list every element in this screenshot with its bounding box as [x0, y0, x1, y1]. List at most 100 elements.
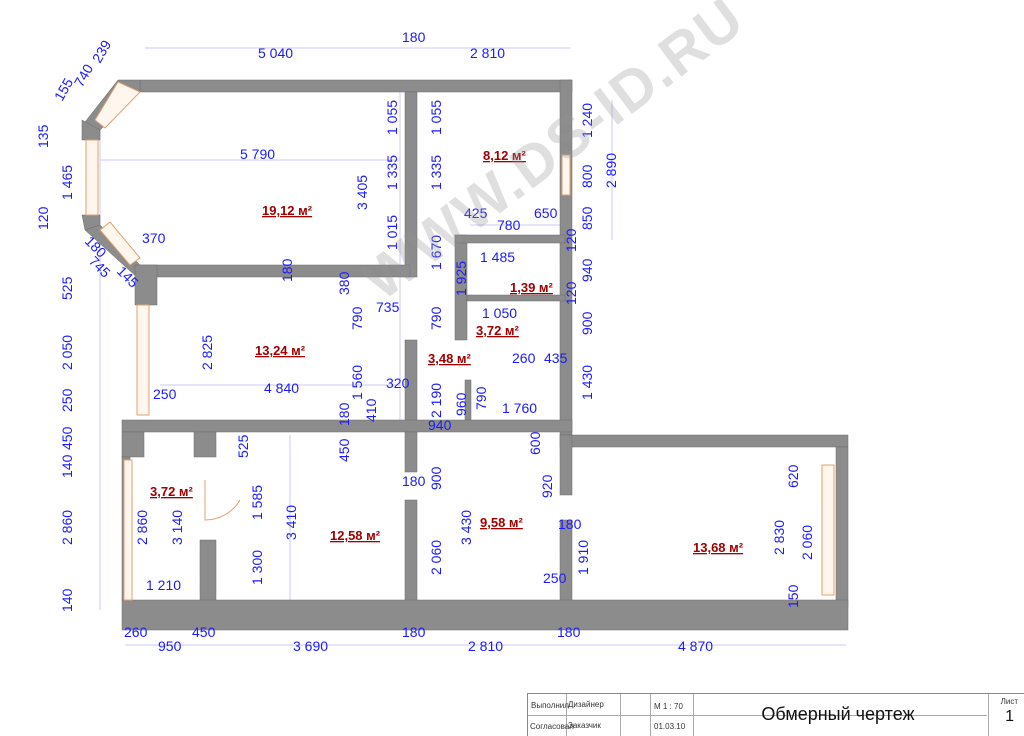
dim-label: 800	[579, 164, 595, 188]
dim-label: 525	[59, 276, 75, 300]
room-area: 3,72 м²	[476, 323, 520, 338]
dim-label: 940	[428, 417, 452, 433]
windows	[85, 81, 835, 601]
dim-label: 2 050	[59, 335, 75, 370]
dim-label: 2 810	[468, 638, 503, 654]
dim-label: 735	[376, 299, 400, 315]
dim-label: 380	[336, 271, 352, 295]
performed-label: Выполнил	[531, 701, 569, 710]
dim-label: 1 430	[579, 365, 595, 400]
dim-label: 260	[512, 350, 536, 366]
performed-value: Дизайнер	[568, 700, 604, 709]
dim-label: 790	[349, 306, 365, 330]
dim-label: 4 870	[678, 638, 713, 654]
dim-label: 1 335	[384, 155, 400, 190]
room-area: 3,48 м²	[428, 351, 472, 366]
dim-label: 1 300	[249, 550, 265, 585]
dim-label: 2 890	[603, 153, 619, 188]
dim-label: 180	[402, 624, 426, 640]
dim-label: 900	[428, 466, 444, 490]
dim-label: 2 860	[134, 510, 150, 545]
dim-label: 3 140	[169, 510, 185, 545]
dim-label: 1 560	[349, 365, 365, 400]
dim-label: 4 840	[264, 380, 299, 396]
dim-label: 2 830	[771, 520, 787, 555]
dim-label: 1 055	[428, 100, 444, 135]
dim-label: 180	[402, 29, 426, 45]
dim-label: 940	[579, 258, 595, 282]
dim-label: 410	[363, 398, 379, 422]
dim-label: 960	[453, 392, 469, 416]
dim-label: 1 485	[480, 249, 515, 265]
dim-label: 3 430	[458, 510, 474, 545]
dim-label: 2 825	[199, 335, 215, 370]
dim-label: 450	[336, 438, 352, 462]
dimension-lines	[99, 47, 846, 646]
dim-label: 600	[527, 431, 543, 455]
dim-label: 1 670	[428, 235, 444, 270]
dim-label: 3 405	[354, 175, 370, 210]
dim-label: 135	[35, 124, 51, 148]
room-area: 1,39 м²	[510, 280, 554, 295]
dim-label: 140	[59, 588, 75, 612]
dim-label: 2 810	[470, 45, 505, 61]
room-areas: 19,12 м² 8,12 м² 13,24 м² 1,39 м² 3,72 м…	[150, 148, 744, 555]
dim-label: 2 190	[428, 383, 444, 418]
dim-label: 900	[579, 311, 595, 335]
dim-label: 370	[142, 230, 166, 246]
dim-label: 525	[235, 434, 251, 458]
scale-value: М 1 : 70	[654, 702, 683, 711]
dim-label: 120	[35, 206, 51, 230]
dim-label: 1 210	[146, 577, 181, 593]
dim-label: 790	[428, 306, 444, 330]
dim-label: 780	[497, 217, 521, 233]
dim-label: 620	[785, 464, 801, 488]
dim-label: 435	[544, 350, 568, 366]
dim-label: 450	[59, 426, 75, 450]
title-block: Выполнил Дизайнер Согласовал Заказчик М …	[527, 693, 1024, 736]
dim-label: 2 060	[799, 525, 815, 560]
dim-label: 1 585	[249, 485, 265, 520]
dim-label: 180	[557, 624, 581, 640]
dim-label: 450	[192, 624, 216, 640]
room-area: 12,58 м²	[330, 528, 381, 543]
dim-label: 745	[86, 253, 114, 281]
dim-label: 180	[402, 473, 426, 489]
dim-label: 239	[89, 37, 115, 65]
door-arc	[204, 480, 241, 521]
dim-label: 5 790	[240, 146, 275, 162]
dim-label: 3 690	[293, 638, 328, 654]
dim-label: 1 465	[59, 165, 75, 200]
sheet-label: Лист	[1000, 697, 1018, 706]
dim-label: 140	[59, 454, 75, 478]
dim-label: 1 335	[428, 155, 444, 190]
dim-label: 1 240	[579, 103, 595, 138]
dim-label: 120	[563, 281, 579, 305]
dim-label: 1 015	[384, 215, 400, 250]
dim-label: 1 760	[502, 400, 537, 416]
dim-label: 260	[124, 624, 148, 640]
dim-label: 180	[336, 402, 352, 426]
dim-label: 180	[558, 516, 582, 532]
dim-label: 180	[279, 258, 295, 282]
dim-label: 650	[534, 205, 558, 221]
dim-label: 850	[579, 206, 595, 230]
dim-label: 250	[543, 570, 567, 586]
dim-label: 5 040	[258, 45, 293, 61]
dim-label: 1 925	[453, 261, 469, 296]
agreed-value: Заказчик	[568, 721, 601, 730]
dim-label: 1 055	[384, 100, 400, 135]
room-area: 19,12 м²	[262, 203, 313, 218]
dimension-labels: 5 040 180 2 810 239 740 155 135 1 465 12…	[35, 29, 815, 654]
dim-label: 3 410	[283, 505, 299, 540]
sheet-number: 1	[1005, 708, 1014, 725]
drawing-title: Обмерный чертеж	[761, 704, 915, 724]
agreed-label: Согласовал	[530, 722, 574, 731]
room-area: 13,68 м²	[693, 540, 744, 555]
dim-label: 950	[158, 638, 182, 654]
dim-label: 250	[59, 388, 75, 412]
dim-label: 425	[464, 205, 488, 221]
dim-label: 2 060	[428, 540, 444, 575]
dim-label: 150	[785, 584, 801, 608]
